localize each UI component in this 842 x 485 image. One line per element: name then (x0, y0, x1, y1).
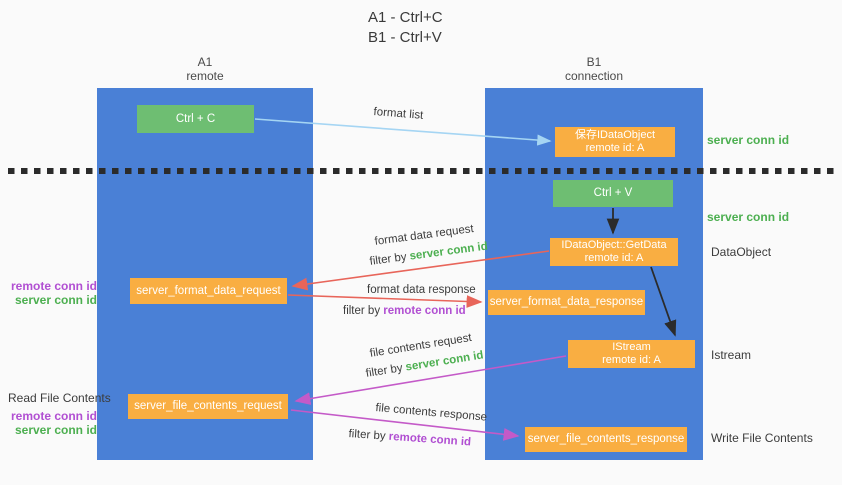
arrow-format-data-response (287, 294, 483, 308)
arrow-file-contents-response (290, 409, 520, 441)
diagram-title: A1 - Ctrl+C B1 - Ctrl+V (368, 8, 443, 48)
annotation-write-file-contents: Write File Contents (711, 431, 813, 445)
annotation-format-conn-ids: remote conn id server conn id (8, 279, 97, 307)
annotation-server-conn-id-top: server conn id (707, 133, 790, 147)
lifeline-a1-name: A1 (197, 55, 213, 69)
arrow-getdata-to-istream (650, 266, 677, 337)
lifeline-b1-header: B1 connection (485, 55, 703, 83)
node-save-idataobject: 保存IDataObject remote id: A (555, 127, 675, 157)
annotation-file-remote-conn-id: remote conn id (10, 409, 97, 423)
node-ctrl-v: Ctrl + V (553, 180, 673, 207)
lifeline-a1-role: remote (186, 69, 224, 83)
node-server-file-contents-request-label: server_file_contents_request (134, 400, 282, 412)
annotation-server-conn-id-mid: server conn id (707, 210, 790, 224)
node-server-file-contents-response: server_file_contents_response (525, 427, 687, 452)
node-idataobject-getdata-line2: remote id: A (584, 252, 644, 264)
lifeline-b1-name: B1 (586, 55, 602, 69)
arrow-format-list (254, 118, 552, 146)
node-server-format-data-response-label: server_format_data_response (489, 296, 644, 308)
node-save-idataobject-line2: remote id: A (585, 142, 645, 154)
node-ctrl-c-label: Ctrl + C (175, 112, 216, 125)
annotation-format-server-conn-id: server conn id (14, 293, 97, 307)
label-remote-conn-id-value-1: remote conn id (383, 305, 466, 317)
node-istream-line1: IStream (612, 341, 651, 353)
annotation-format-remote-conn-id: remote conn id (10, 279, 97, 293)
label-format-data-response: format data response (367, 284, 476, 296)
node-ctrl-c: Ctrl + C (137, 105, 254, 133)
annotation-read-file-contents: Read File Contents (8, 391, 111, 405)
title-line-ctrl-v: B1 - Ctrl+V (368, 29, 442, 46)
annotation-istream: Istream (711, 348, 752, 362)
lifeline-b1-role: connection (564, 69, 624, 83)
lifeline-a1-header: A1 remote (97, 55, 313, 83)
node-ctrl-v-label: Ctrl + V (593, 187, 633, 199)
label-filter-by-remote-conn-id-1: filter by remote conn id (343, 305, 466, 317)
node-istream: IStream remote id: A (568, 340, 695, 368)
node-server-file-contents-request: server_file_contents_request (128, 394, 288, 419)
node-save-idataobject-line1: 保存IDataObject (574, 129, 656, 141)
annotation-file-server-conn-id: server conn id (14, 423, 97, 437)
arrow-file-contents-request (294, 355, 567, 405)
node-idataobject-getdata: IDataObject::GetData remote id: A (550, 238, 678, 266)
node-server-format-data-response: server_format_data_response (488, 290, 645, 315)
node-idataobject-getdata-line1: IDataObject::GetData (561, 239, 667, 251)
title-line-ctrl-c: A1 - Ctrl+C (368, 9, 443, 26)
annotation-dataobject: DataObject (711, 245, 772, 259)
node-server-format-data-request-label: server_format_data_request (136, 284, 281, 297)
node-server-file-contents-response-label: server_file_contents_response (527, 433, 685, 445)
node-istream-line2: remote id: A (602, 354, 661, 366)
arrow-format-data-request (291, 250, 550, 291)
label-filter-by-text-2: filter by (343, 305, 384, 317)
node-server-format-data-request: server_format_data_request (130, 278, 287, 304)
annotation-file-conn-ids: remote conn id server conn id (8, 409, 97, 437)
